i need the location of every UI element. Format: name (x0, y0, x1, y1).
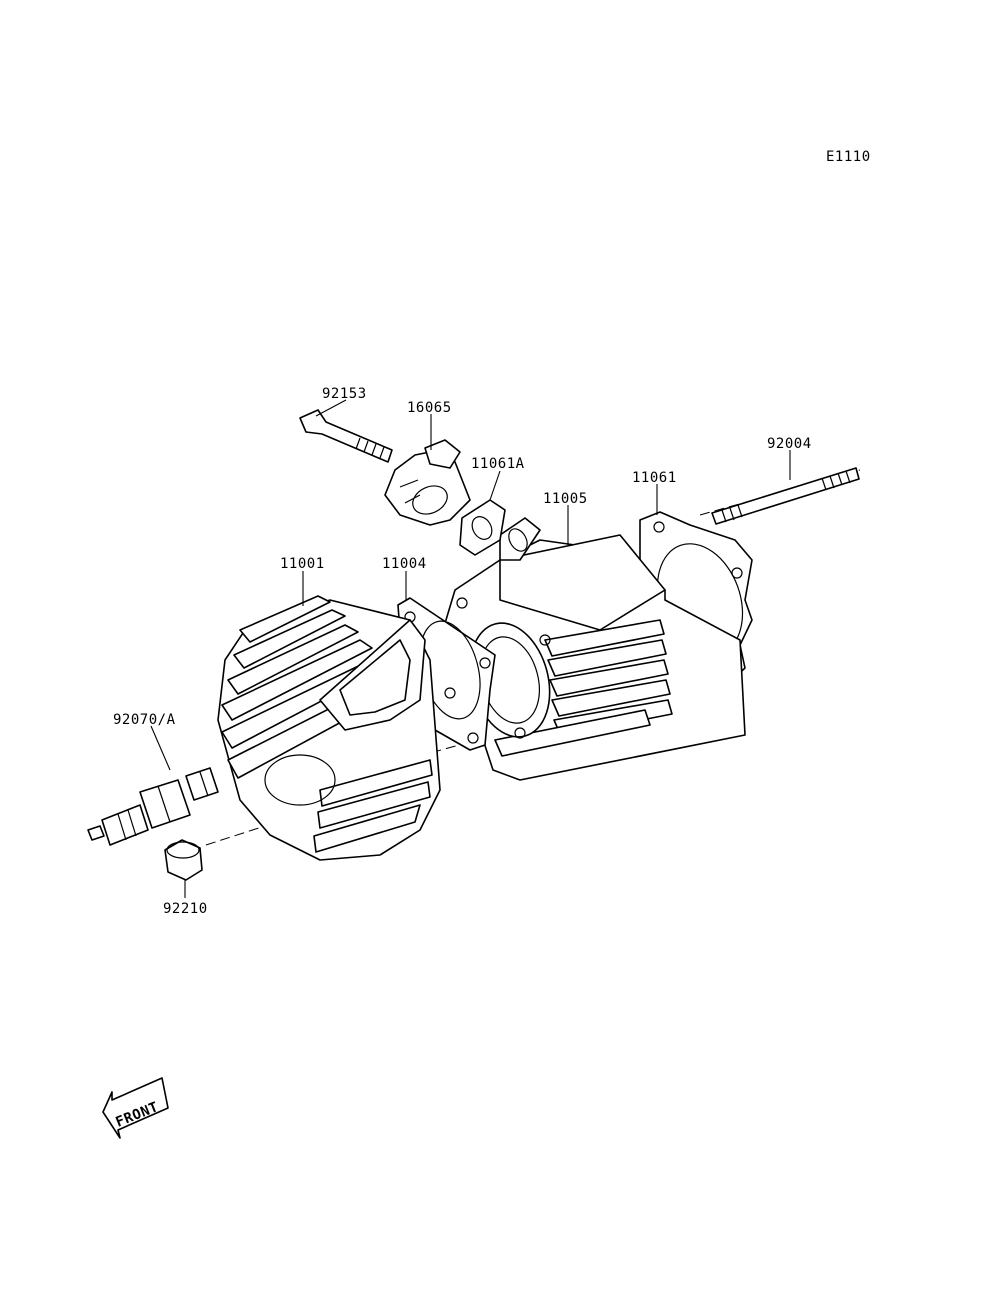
stud[interactable] (711, 467, 860, 525)
diagram-code: E1110 (826, 149, 871, 165)
label-manifold: 16065 (407, 400, 452, 416)
label-manifold-gasket: 11061A (471, 456, 525, 472)
cylinder[interactable] (439, 517, 746, 781)
label-spark-plug: 92070/A (113, 712, 176, 728)
manifold-gasket[interactable] (459, 499, 506, 556)
label-bolt: 92153 (322, 386, 367, 402)
label-cylinder: 11005 (543, 491, 588, 507)
leader-lines (150, 399, 791, 898)
label-nut: 92210 (163, 901, 208, 917)
label-cylinder-head: 11001 (280, 556, 325, 572)
intake-manifold[interactable] (384, 439, 471, 526)
bolt[interactable] (299, 409, 393, 463)
spark-plug[interactable] (87, 767, 219, 846)
label-head-gasket: 11004 (382, 556, 427, 572)
nut[interactable] (164, 839, 203, 881)
label-base-gasket: 11061 (632, 470, 677, 486)
label-stud: 92004 (767, 436, 812, 452)
front-arrow: FRONT (102, 1077, 169, 1139)
cylinder-head[interactable] (217, 595, 441, 861)
